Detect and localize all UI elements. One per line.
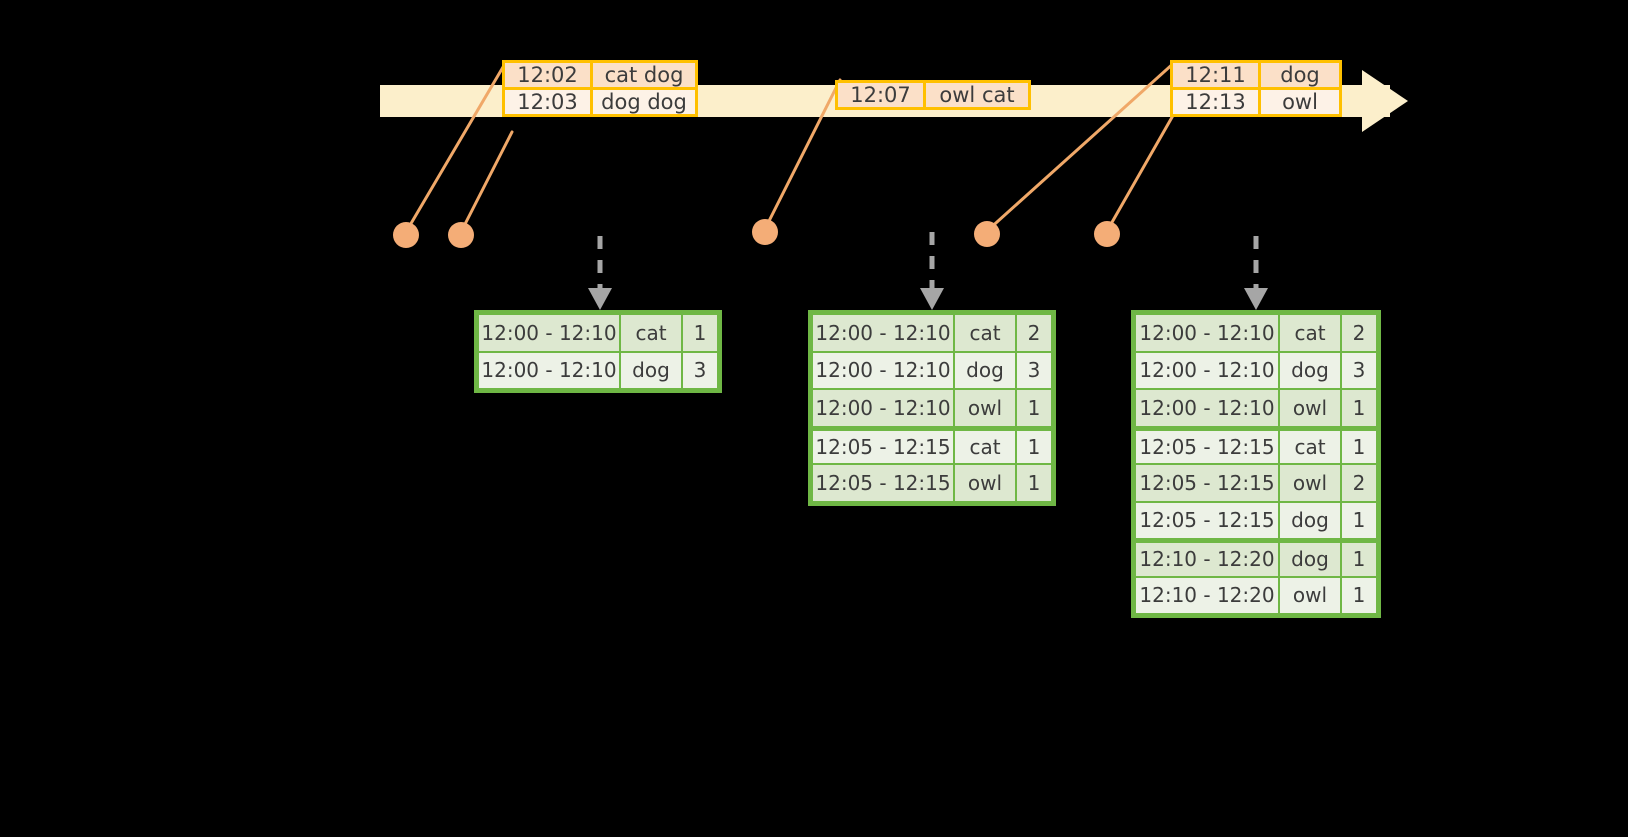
cell-word: dog bbox=[620, 351, 682, 389]
table-row: 12:10 - 12:20 dog 1 bbox=[1135, 539, 1377, 577]
cell-count: 1 bbox=[1016, 464, 1052, 502]
event-time: 12:02 bbox=[505, 63, 590, 87]
event-time: 12:03 bbox=[505, 90, 590, 114]
event-time: 12:13 bbox=[1173, 90, 1258, 114]
cell-window: 12:05 - 12:15 bbox=[1135, 501, 1279, 539]
cell-window: 12:00 - 12:10 bbox=[478, 351, 620, 389]
cell-word: owl bbox=[954, 389, 1016, 427]
table-row: 12:00 - 12:10 dog 3 bbox=[1135, 351, 1377, 389]
cell-window: 12:00 - 12:10 bbox=[478, 314, 620, 352]
cell-word: cat bbox=[620, 314, 682, 352]
cell-window: 12:00 - 12:10 bbox=[1135, 389, 1279, 427]
result-table-2: 12:00 - 12:10 cat 2 12:00 - 12:10 dog 3 … bbox=[808, 310, 1056, 506]
trigger-arrow-2 bbox=[920, 232, 944, 310]
event-value: dog dog bbox=[590, 90, 695, 114]
connector-dots bbox=[393, 219, 1120, 248]
result-table-1: 12:00 - 12:10 cat 1 12:00 - 12:10 dog 3 bbox=[474, 310, 722, 393]
table-row: 12:05 - 12:15 owl 2 bbox=[1135, 464, 1377, 502]
table-row: 12:05 - 12:15 cat 1 bbox=[1135, 426, 1377, 464]
cell-word: dog bbox=[1279, 351, 1341, 389]
trigger-arrow-1 bbox=[588, 236, 612, 310]
cell-count: 1 bbox=[1341, 576, 1377, 614]
cell-count: 1 bbox=[682, 314, 718, 352]
cell-count: 3 bbox=[1341, 351, 1377, 389]
cell-window: 12:05 - 12:15 bbox=[1135, 464, 1279, 502]
cell-window: 12:05 - 12:15 bbox=[812, 464, 954, 502]
table-row: 12:00 - 12:10 dog 3 bbox=[478, 351, 718, 389]
cell-window: 12:10 - 12:20 bbox=[1135, 542, 1279, 577]
table-row: 12:05 - 12:15 owl 1 bbox=[812, 464, 1052, 502]
dot-1202 bbox=[393, 222, 419, 248]
cell-count: 1 bbox=[1341, 501, 1377, 539]
cell-window: 12:00 - 12:10 bbox=[812, 351, 954, 389]
table-row: 12:05 - 12:15 cat 1 bbox=[812, 426, 1052, 464]
table-row: 12:00 - 12:10 cat 2 bbox=[812, 314, 1052, 352]
cell-word: owl bbox=[954, 464, 1016, 502]
table-row: 12:00 - 12:10 dog 3 bbox=[812, 351, 1052, 389]
event-time: 12:11 bbox=[1173, 63, 1258, 87]
cell-word: cat bbox=[1279, 429, 1341, 464]
cell-word: owl bbox=[1279, 464, 1341, 502]
event-row: 12:11 dog bbox=[1173, 63, 1339, 87]
cell-word: cat bbox=[1279, 314, 1341, 352]
event-time: 12:07 bbox=[838, 83, 923, 107]
events-group-3: 12:11 dog 12:13 owl bbox=[1170, 60, 1342, 117]
event-value: owl cat bbox=[923, 83, 1028, 107]
cell-window: 12:10 - 12:20 bbox=[1135, 576, 1279, 614]
cell-window: 12:00 - 12:10 bbox=[1135, 314, 1279, 352]
cell-window: 12:05 - 12:15 bbox=[812, 429, 954, 464]
cell-word: cat bbox=[954, 314, 1016, 352]
cell-window: 12:00 - 12:10 bbox=[812, 314, 954, 352]
cell-window: 12:00 - 12:10 bbox=[812, 389, 954, 427]
cell-count: 2 bbox=[1016, 314, 1052, 352]
trigger-arrows bbox=[588, 232, 1268, 310]
table-row: 12:10 - 12:20 owl 1 bbox=[1135, 576, 1377, 614]
table-row: 12:00 - 12:10 owl 1 bbox=[812, 389, 1052, 427]
event-row: 12:07 owl cat bbox=[838, 83, 1028, 107]
event-value: cat dog bbox=[590, 63, 695, 87]
event-value: dog bbox=[1258, 63, 1339, 87]
table-row: 12:00 - 12:10 owl 1 bbox=[1135, 389, 1377, 427]
cell-count: 1 bbox=[1341, 542, 1377, 577]
cell-count: 1 bbox=[1016, 389, 1052, 427]
events-group-1: 12:02 cat dog 12:03 dog dog bbox=[502, 60, 698, 117]
dot-1213 bbox=[1094, 221, 1120, 247]
cell-window: 12:00 - 12:10 bbox=[1135, 351, 1279, 389]
cell-word: owl bbox=[1279, 576, 1341, 614]
cell-count: 1 bbox=[1341, 389, 1377, 427]
event-row: 12:13 owl bbox=[1173, 87, 1339, 114]
result-table-3: 12:00 - 12:10 cat 2 12:00 - 12:10 dog 3 … bbox=[1131, 310, 1381, 618]
event-row: 12:02 cat dog bbox=[505, 63, 695, 87]
cell-word: cat bbox=[954, 429, 1016, 464]
event-row: 12:03 dog dog bbox=[505, 87, 695, 114]
dot-1211 bbox=[974, 221, 1000, 247]
cell-count: 2 bbox=[1341, 314, 1377, 352]
cell-word: dog bbox=[954, 351, 1016, 389]
table-row: 12:00 - 12:10 cat 2 bbox=[1135, 314, 1377, 352]
cell-count: 3 bbox=[682, 351, 718, 389]
events-group-2: 12:07 owl cat bbox=[835, 80, 1031, 110]
cell-count: 1 bbox=[1341, 429, 1377, 464]
cell-count: 2 bbox=[1341, 464, 1377, 502]
table-row: 12:00 - 12:10 cat 1 bbox=[478, 314, 718, 352]
event-value: owl bbox=[1258, 90, 1339, 114]
cell-word: dog bbox=[1279, 501, 1341, 539]
cell-window: 12:05 - 12:15 bbox=[1135, 429, 1279, 464]
dot-1203 bbox=[448, 222, 474, 248]
cell-word: owl bbox=[1279, 389, 1341, 427]
trigger-arrow-3 bbox=[1244, 236, 1268, 310]
cell-count: 3 bbox=[1016, 351, 1052, 389]
cell-word: dog bbox=[1279, 542, 1341, 577]
table-row: 12:05 - 12:15 dog 1 bbox=[1135, 501, 1377, 539]
dot-1207 bbox=[752, 219, 778, 245]
cell-count: 1 bbox=[1016, 429, 1052, 464]
